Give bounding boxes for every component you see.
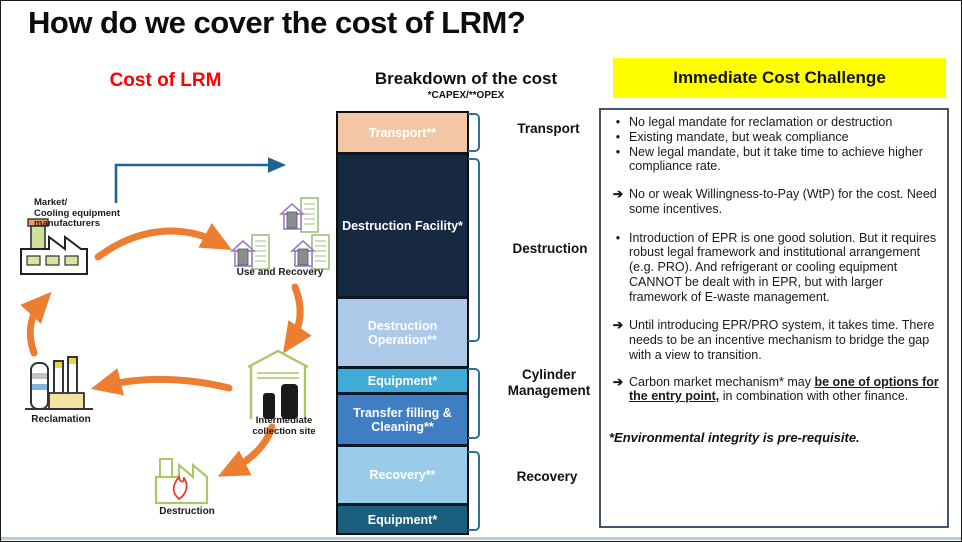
bracket-cylinder-management [468,368,480,439]
group-label-cylinder-management: Cylinder Management [507,367,591,398]
challenge-item-carbon: ➔ Carbon market mechanism* may be one of… [607,375,943,405]
arrow-icon: ➔ [612,318,624,333]
destruction-icon [154,458,209,505]
capex-opex-note: *CAPEX/**OPEX [427,90,505,101]
bracket-recovery [468,451,480,531]
arrow-icon: ➔ [612,187,624,201]
bullet-icon: • [615,115,621,129]
carbon-text-underlined: be one of options for the entry point, [629,374,939,404]
carbon-text-post: in combination with other finance. [719,389,909,404]
challenge-item: ➔ Until introducing EPR/PRO system, it t… [607,318,943,362]
challenge-item: • Existing mandate, but weak compliance [607,130,943,145]
lrm-cycle-diagram [20,157,330,505]
bar-segment-5: Recovery** [338,447,467,506]
destruction-node-label: Destruction [159,506,215,517]
bar-segment-1: Destruction Facility* [338,155,467,299]
arrow-icon: ➔ [612,374,624,389]
bullet-icon: • [615,230,621,245]
group-label-destruction: Destruction [512,241,588,256]
market-flow-arrow [114,157,287,203]
collection-site-icon [247,349,309,419]
cost-bar: Transport**Destruction Facility*Destruct… [336,111,469,535]
challenge-item: • Introduction of EPR is one good soluti… [607,231,943,305]
bracket-transport [468,113,480,152]
bullet-icon: • [615,144,621,159]
market-node-label: Market/ Cooling equipment manufacturers [34,197,121,230]
bar-segment-4: Transfer filling & Cleaning** [338,395,467,447]
cycle-arrows [20,223,312,477]
use-recovery-icon [231,197,330,270]
collection-site-node-label: Intermediate collection site [252,415,316,437]
group-label-recovery: Recovery [516,469,578,484]
breakdown-heading: Breakdown of the cost [374,69,558,88]
bar-segment-0: Transport** [338,113,467,155]
page-title: How do we cover the cost of LRM? [28,5,526,40]
cost-of-lrm-heading: Cost of LRM [109,70,222,91]
reclamation-node-label: Reclamation [31,414,91,425]
challenge-header: Immediate Cost Challenge [613,58,946,98]
bar-segment-2: Destruction Operation** [338,299,467,369]
challenge-item: ➔ No or weak Willingness-to-Pay (WtP) fo… [607,187,943,217]
bar-segment-6: Equipment* [338,506,467,533]
slide-bottom-edge [1,537,961,540]
challenge-item: • New legal mandate, but it take time to… [607,145,943,175]
carbon-text-pre: Carbon market mechanism* may [629,374,815,389]
challenge-box: • No legal mandate for reclamation or de… [599,108,949,528]
use-recovery-node-label: Use and Recovery [236,267,324,278]
factory-icon [20,218,88,275]
environmental-footnote: *Environmental integrity is pre-requisit… [609,430,860,445]
group-label-transport: Transport [517,121,580,136]
bar-segment-3: Equipment* [338,369,467,395]
reclamation-icon [25,356,93,410]
challenge-item: • No legal mandate for reclamation or de… [607,115,943,130]
bullet-icon: • [615,129,621,144]
bracket-destruction [468,158,480,342]
